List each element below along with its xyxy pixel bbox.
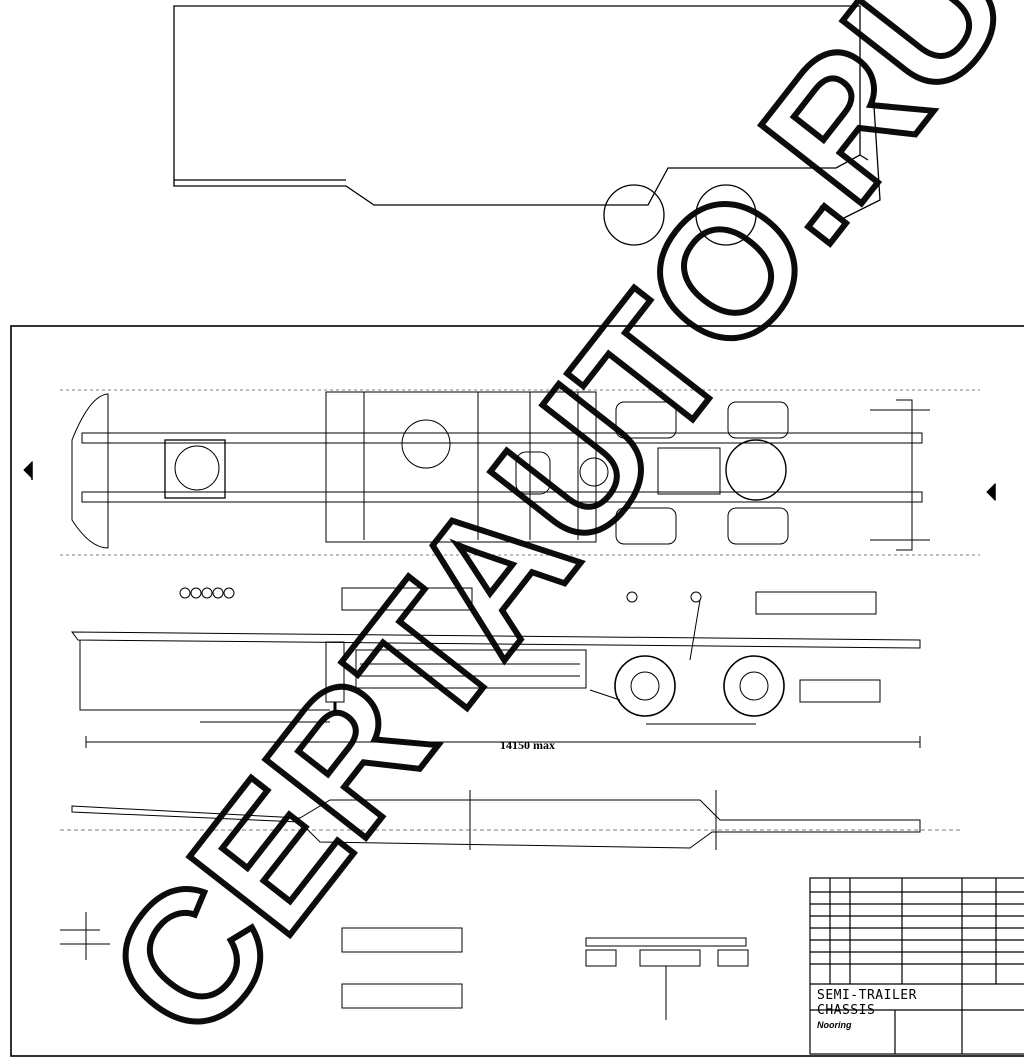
drawing-title: SEMI-TRAILER CHASSIS xyxy=(817,988,917,1018)
trailer-side-sketch xyxy=(173,5,881,246)
title-block xyxy=(809,877,1024,1055)
section-marker-left xyxy=(23,460,33,480)
side-view xyxy=(70,587,921,748)
maker-logo-text: Nooring xyxy=(817,1020,852,1030)
rear-view xyxy=(585,937,749,1020)
sheet-border xyxy=(10,325,1024,1057)
plan-view xyxy=(60,389,980,556)
section-view xyxy=(60,790,960,850)
overall-length-label: 14150 max xyxy=(500,738,555,752)
detail-view xyxy=(60,912,463,1009)
section-marker-right xyxy=(986,482,996,502)
